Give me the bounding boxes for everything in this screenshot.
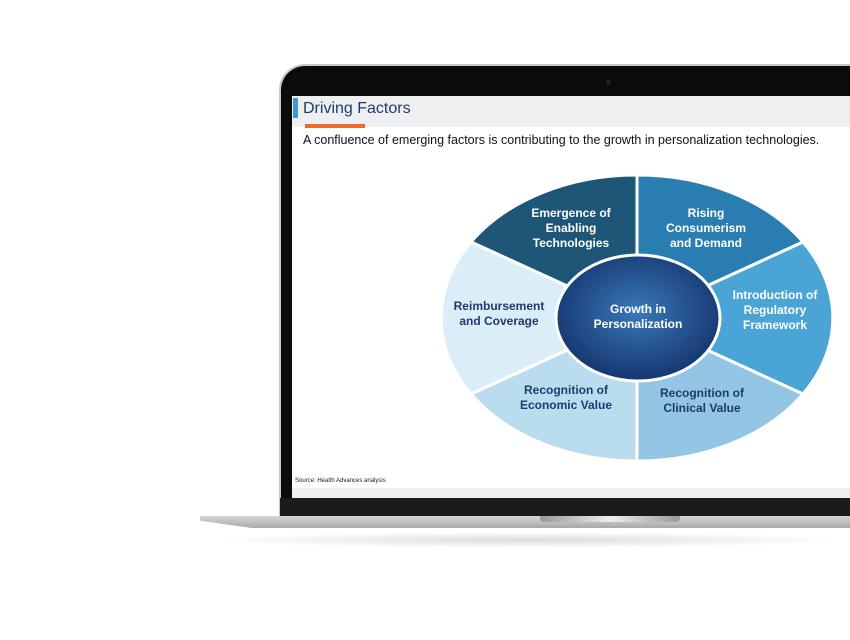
segment-label: Emergence of <box>531 206 611 220</box>
laptop-notch <box>540 516 680 522</box>
segment-label: and Demand <box>670 236 742 250</box>
segment-label: Recognition of <box>524 383 609 397</box>
segment-3 <box>633 240 835 396</box>
segment-label: Rising <box>688 206 725 220</box>
segment-label: and Coverage <box>459 314 539 328</box>
slide-subtitle: A confluence of emerging factors is cont… <box>303 133 820 147</box>
laptop-base <box>200 516 850 528</box>
slide-footer <box>292 488 850 498</box>
center-label-line-2: Personalization <box>594 317 683 331</box>
segment-label: Reimbursement <box>454 299 545 313</box>
slide-header <box>292 96 850 127</box>
title-underline <box>305 124 365 128</box>
segment-label: Framework <box>743 318 807 332</box>
segment-label: Economic Value <box>520 398 612 412</box>
segment-label: Consumerism <box>666 221 746 235</box>
center-ellipse <box>554 253 722 383</box>
camera-icon <box>606 80 611 85</box>
laptop-shadow <box>205 532 850 548</box>
laptop-chin <box>280 498 850 516</box>
segment-label: Enabling <box>546 221 597 235</box>
center-label-line-1: Growth in <box>610 302 666 316</box>
segment-label: Introduction of <box>733 288 819 302</box>
segment-label: Regulatory <box>744 303 807 317</box>
segment-label: Recognition of <box>660 386 745 400</box>
segment-label: Technologies <box>533 236 610 250</box>
source-note: Source: Health Advances analysis <box>295 478 386 484</box>
segment-label: Clinical Value <box>663 401 741 415</box>
segment-6 <box>439 240 641 396</box>
slide-title: Driving Factors <box>303 100 411 117</box>
header-accent-bar <box>293 98 298 118</box>
